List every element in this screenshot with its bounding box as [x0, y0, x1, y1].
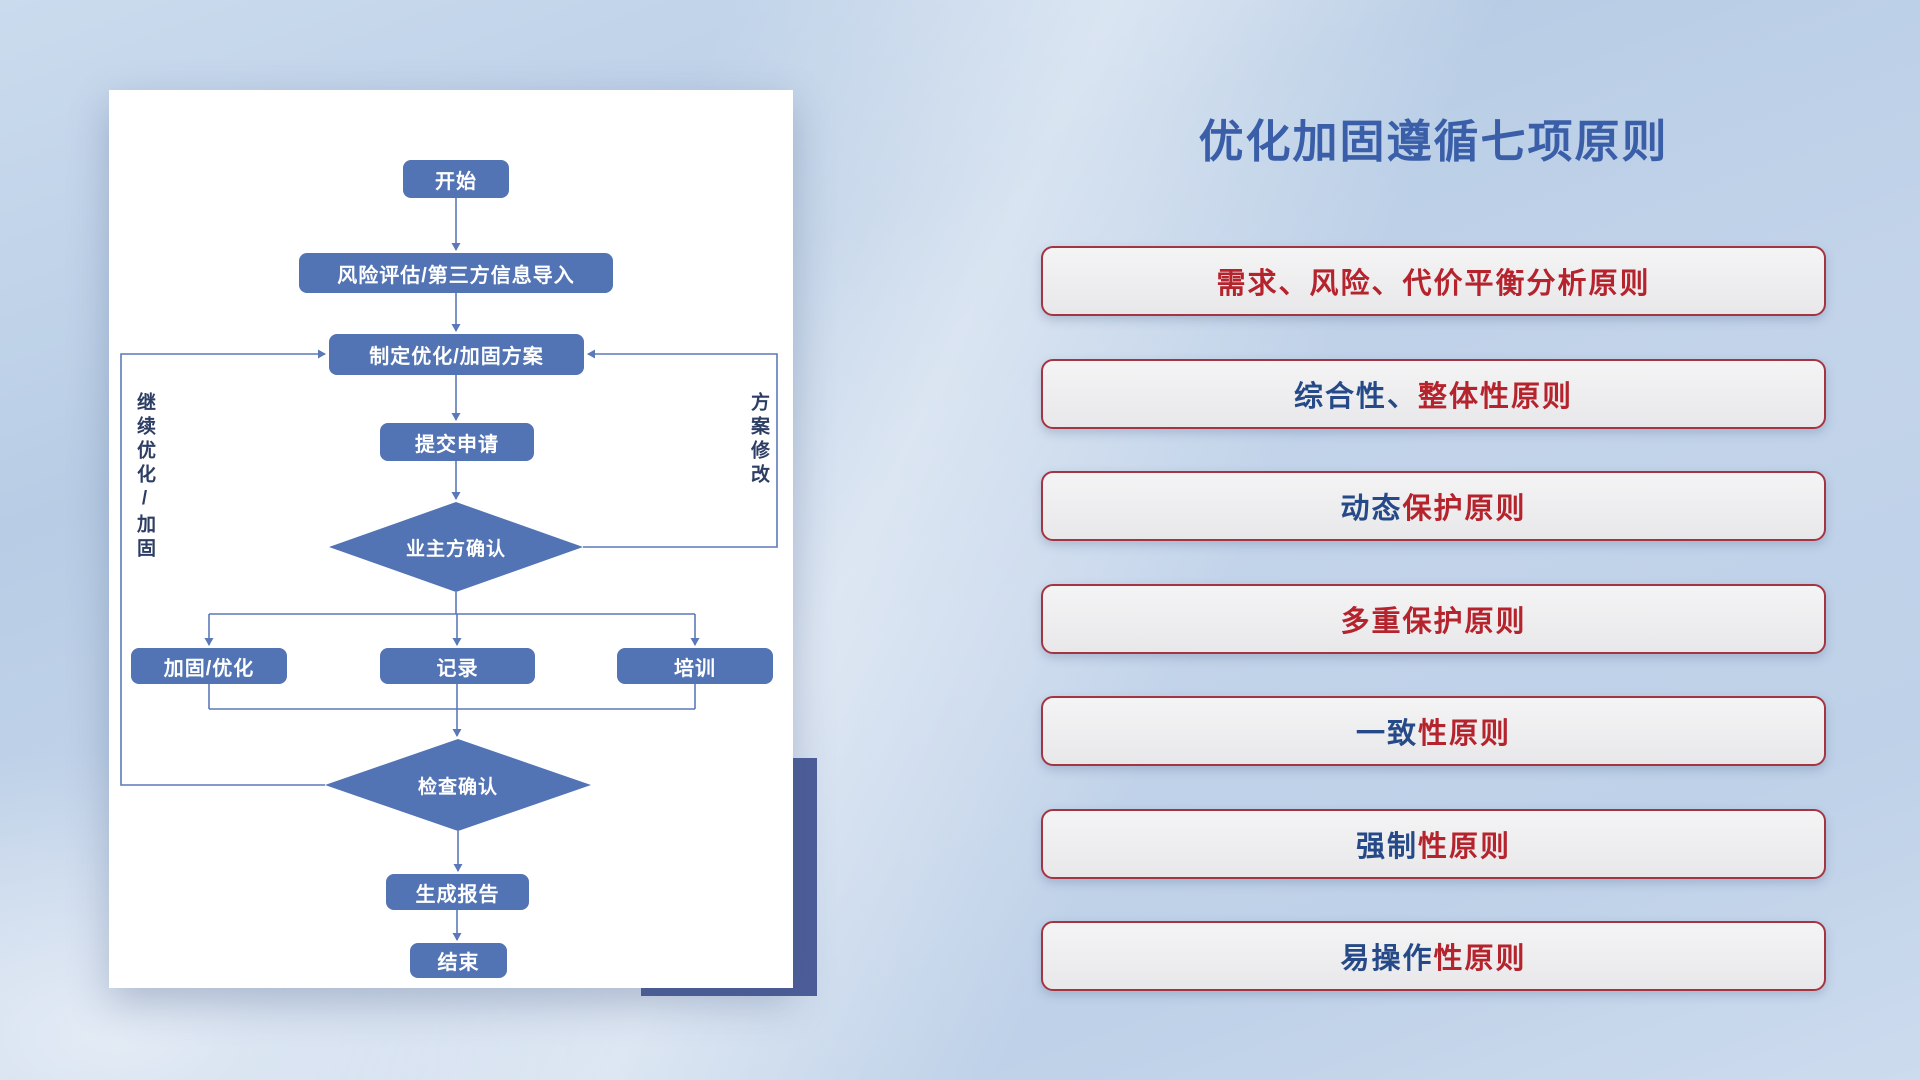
principle-box: 强制性原则 — [1041, 808, 1826, 879]
flow-node-reinforce: 加固/优化 — [131, 648, 287, 684]
principle-text-segment: 整体性原则 — [1418, 380, 1574, 413]
principle-text-segment: 强制 — [1355, 830, 1418, 863]
principles-list: 需求、风险、代价平衡分析原则综合性、整体性原则动态保护原则多重保护原则一致性原则… — [1041, 246, 1826, 991]
principle-text-segment: 综合性、 — [1293, 380, 1418, 413]
principles-panel: 优化加固遵循七项原则 需求、风险、代价平衡分析原则综合性、整体性原则动态保护原则… — [1041, 0, 1826, 991]
principle-text-segment: 性原则 — [1418, 830, 1512, 863]
loop-label-plan-revision: 方案修改 — [748, 392, 769, 488]
flow-node-make-plan: 制定优化/加固方案 — [329, 334, 584, 375]
loop-label-continue-optimize: 继续优化/加固 — [134, 392, 155, 562]
principle-box: 动态保护原则 — [1041, 471, 1826, 541]
flowchart-card: 开始 风险评估/第三方信息导入 制定优化/加固方案 提交申请 业主方确认 加固/… — [109, 90, 793, 988]
principle-text-segment: 性原则 — [1418, 718, 1512, 750]
principle-box: 一致性原则 — [1041, 696, 1826, 766]
connector-lines — [120, 198, 778, 941]
flow-node-submit: 提交申请 — [380, 423, 534, 461]
principle-box: 综合性、整体性原则 — [1041, 358, 1826, 429]
flow-node-record: 记录 — [380, 648, 535, 684]
flow-connectors — [120, 198, 778, 941]
principle-text-segment: 需求、风险、代价平衡分析原则 — [1216, 268, 1651, 300]
principle-text-segment: 多重保护原则 — [1340, 605, 1527, 638]
principle-text-segment: 动态 — [1340, 493, 1403, 525]
flow-node-start: 开始 — [403, 160, 509, 198]
page-title: 优化加固遵循七项原则 — [1198, 116, 1669, 167]
flow-node-report: 生成报告 — [386, 874, 529, 910]
principle-box: 易操作性原则 — [1041, 921, 1826, 991]
principle-box: 需求、风险、代价平衡分析原则 — [1041, 246, 1826, 316]
principle-text-segment: 性原则 — [1433, 943, 1527, 975]
principle-text-segment: 易操作 — [1340, 943, 1434, 975]
principle-box: 多重保护原则 — [1041, 583, 1826, 654]
flow-node-risk-import: 风险评估/第三方信息导入 — [299, 253, 613, 293]
principle-text-segment: 保护原则 — [1402, 493, 1527, 525]
flow-node-end: 结束 — [410, 943, 507, 978]
flow-node-training: 培训 — [617, 648, 773, 684]
principle-text-segment: 一致 — [1355, 718, 1418, 750]
